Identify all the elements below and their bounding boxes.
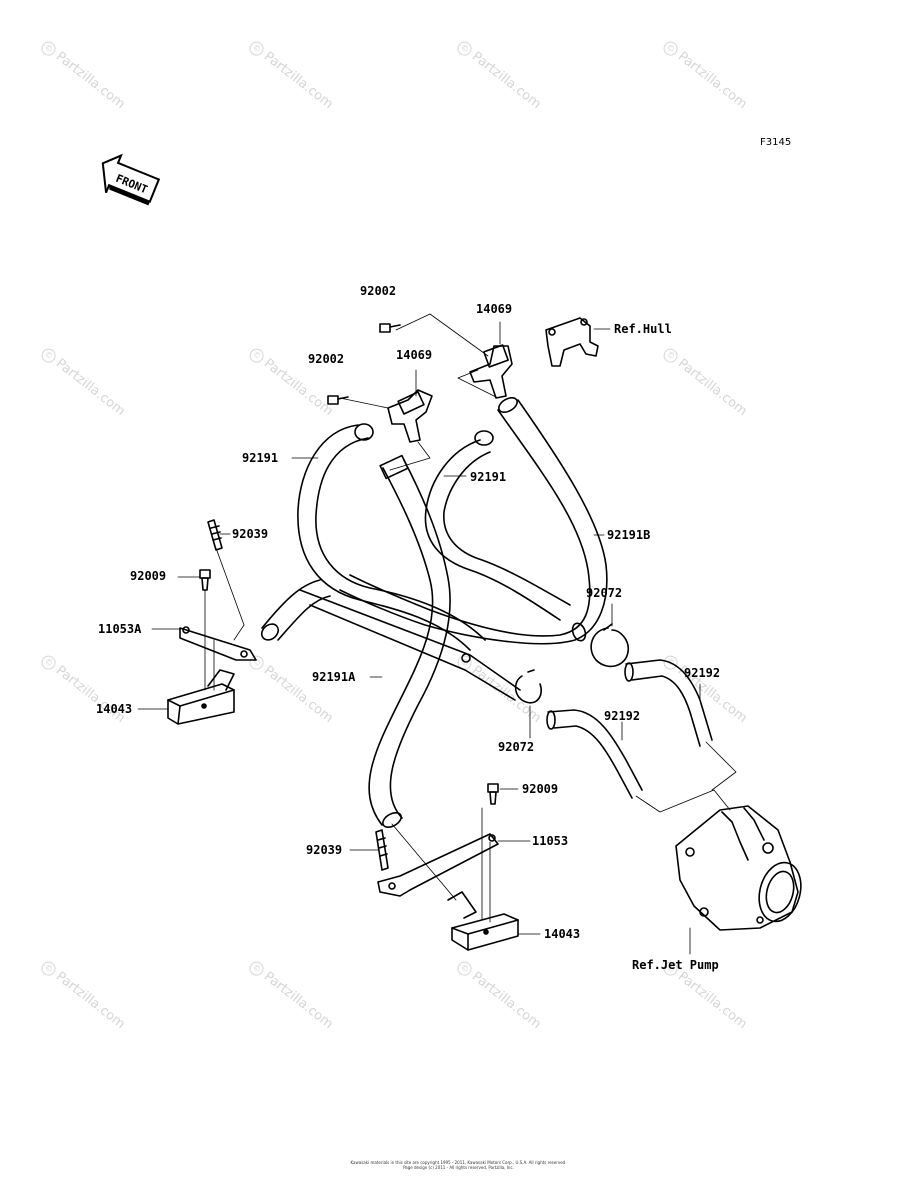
- label-92191A: 92191A: [312, 670, 356, 684]
- hull-bracket: [545, 317, 599, 367]
- label-92072-lower: 92072: [498, 740, 535, 754]
- label-92009-right: 92009: [522, 782, 559, 796]
- screw-92039-left: [207, 519, 223, 551]
- fitting-14069-right: [469, 344, 513, 399]
- label-92002-upper: 92002: [360, 284, 397, 298]
- copyright-line: Page design (c) 2011 - All rights reserv…: [403, 1165, 514, 1170]
- label-92039-left: 92039: [232, 527, 269, 541]
- fitting-14069-left: [387, 389, 433, 443]
- front-arrow-icon: FRONT: [101, 153, 160, 206]
- label-11053A: 11053A: [98, 622, 142, 636]
- leader-lines-right: [391, 807, 491, 923]
- label-92002-lower: 92002: [308, 352, 345, 366]
- label-92191-left: 92191: [242, 451, 279, 465]
- bolt-92002-upper: [379, 323, 401, 333]
- label-92009-left: 92009: [130, 569, 167, 583]
- screw-92039-right: [375, 829, 389, 871]
- label-92192-lower: 92192: [604, 709, 641, 723]
- hose-elbow-left: [260, 579, 521, 701]
- hose-92191A: [368, 454, 451, 829]
- label-14069-left: 14069: [396, 348, 433, 362]
- label-11053: 11053: [532, 834, 569, 848]
- label-92039-right: 92039: [306, 843, 343, 857]
- label-14043-right: 14043: [544, 927, 581, 941]
- figure-code: F3145: [760, 137, 792, 148]
- label-ref-jet-pump: Ref.Jet Pump: [632, 958, 719, 972]
- filter-14043-left: [167, 669, 235, 725]
- label-14069-right: 14069: [476, 302, 513, 316]
- screw-92009-left: [199, 569, 211, 591]
- bracket-11053A: [179, 626, 257, 661]
- hose-92191-left: [297, 423, 486, 651]
- label-ref-hull: Ref.Hull: [614, 322, 672, 336]
- label-92191B: 92191B: [607, 528, 651, 542]
- leader-lines-jet: [635, 741, 737, 813]
- label-92072-upper: 92072: [586, 586, 623, 600]
- screw-92009-right: [487, 783, 499, 805]
- copyright-notice: Kawasaki materials in this site are copy…: [0, 1160, 917, 1170]
- label-92192-upper: 92192: [684, 666, 721, 680]
- hose-92192-lower: [546, 709, 643, 799]
- bracket-11053: [377, 833, 499, 897]
- leader-lines-left: [204, 547, 245, 691]
- clamp-92072-lower: [514, 669, 542, 704]
- bolt-92002-lower: [327, 395, 349, 405]
- clamp-92072-upper: [590, 623, 630, 668]
- callout-lines: [137, 313, 701, 955]
- hose-92191-centre: [424, 430, 571, 621]
- filter-14043-right: [447, 891, 519, 951]
- copyright-line: Kawasaki materials in this site are copy…: [350, 1160, 567, 1165]
- jet-pump: [675, 805, 802, 931]
- label-92191-centre: 92191: [470, 470, 507, 484]
- label-14043-left: 14043: [96, 702, 133, 716]
- hose-92191B: [339, 396, 608, 645]
